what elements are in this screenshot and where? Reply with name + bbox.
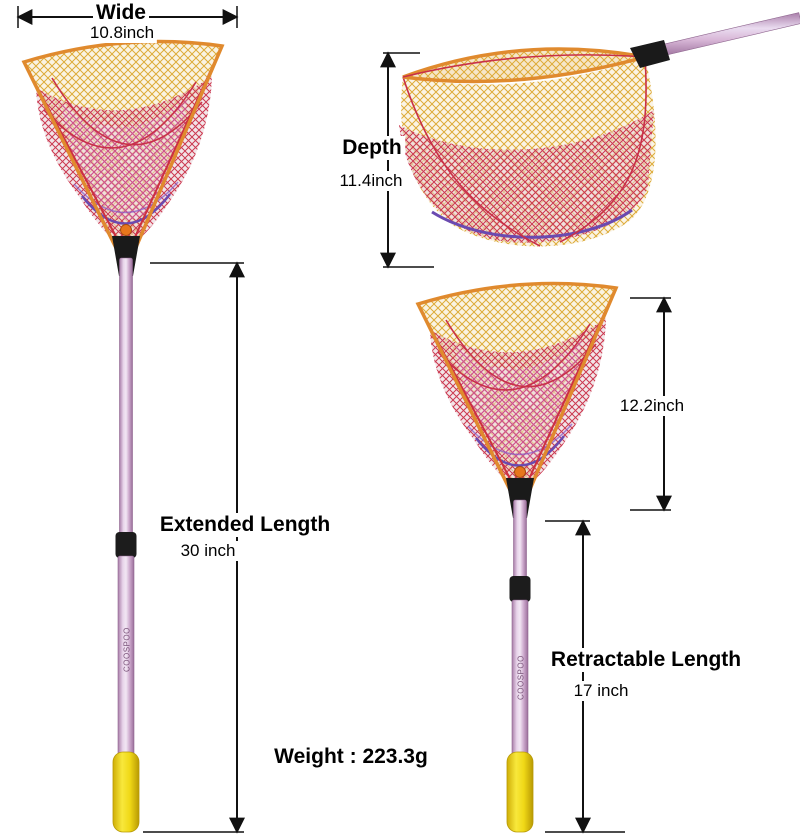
- depth-label: Depth: [339, 136, 405, 161]
- extended-length-value: 30 inch: [177, 541, 239, 561]
- handle-grip: [112, 751, 140, 833]
- brand-text: COOSPOO: [517, 655, 526, 700]
- side-bag-purple-cord: [431, 208, 633, 239]
- side-bag-edge-cord: [559, 56, 647, 243]
- handle-lock-collar: [115, 532, 137, 558]
- side-opening-mesh: [403, 48, 645, 82]
- retracted-net-head: [416, 281, 618, 520]
- handle-upper-tube: [119, 257, 133, 541]
- side-net: [399, 12, 800, 247]
- handle-upper-tube: [513, 499, 527, 585]
- handle-lock-collar: [509, 576, 531, 602]
- brand-text: COOSPOO: [123, 627, 132, 672]
- retractable-length-label: Retractable Length: [547, 648, 745, 673]
- hoop-height-value: 12.2inch: [616, 396, 688, 416]
- depth-value: 11.4inch: [336, 171, 406, 191]
- handle-grip: [506, 751, 534, 833]
- side-net-connector: [630, 40, 670, 68]
- weight-label: Weight : 223.3g: [271, 745, 431, 770]
- retractable-length-value: 17 inch: [570, 681, 632, 701]
- front-net-handle: COOSPOO: [112, 257, 140, 833]
- side-opening-inner-cord: [402, 54, 646, 78]
- wide-label: Wide: [93, 1, 149, 26]
- side-bag-edge-cord: [402, 76, 541, 247]
- retracted-net-handle: COOSPOO: [506, 499, 534, 833]
- side-net-rod: [653, 12, 800, 58]
- wide-value: 10.8inch: [86, 23, 158, 43]
- side-bag-mesh-red: [399, 110, 654, 243]
- front-net-head: [22, 39, 224, 278]
- extended-length-label: Extended Length: [156, 513, 334, 538]
